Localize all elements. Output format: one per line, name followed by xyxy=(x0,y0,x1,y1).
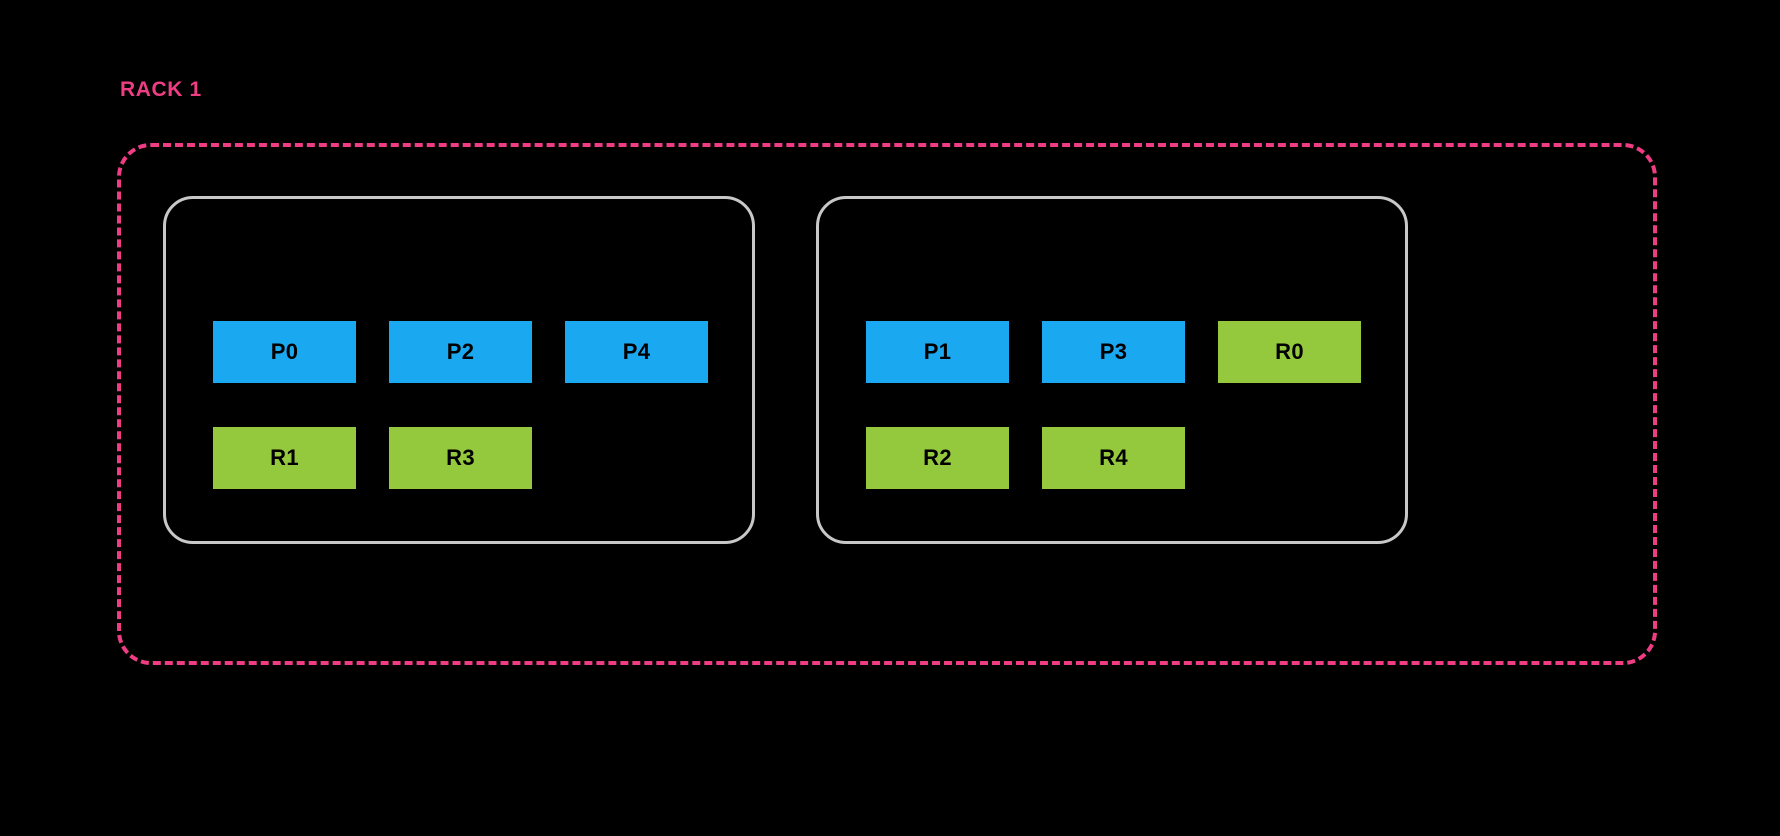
server-2-primary-row: P1 P3 R0 xyxy=(866,321,1386,383)
server-2-replica-row: R2 R4 xyxy=(866,427,1386,489)
block-p1[interactable]: P1 xyxy=(866,321,1009,383)
server-1-primary-row: P0 P2 P4 xyxy=(213,321,733,383)
block-p2[interactable]: P2 xyxy=(389,321,532,383)
server-box-2: P1 P3 R0 R2 R4 xyxy=(816,196,1408,544)
block-r4[interactable]: R4 xyxy=(1042,427,1185,489)
block-r2[interactable]: R2 xyxy=(866,427,1009,489)
block-p0[interactable]: P0 xyxy=(213,321,356,383)
server-1-replica-row: R1 R3 xyxy=(213,427,733,489)
block-p3[interactable]: P3 xyxy=(1042,321,1185,383)
block-r0[interactable]: R0 xyxy=(1218,321,1361,383)
block-r3[interactable]: R3 xyxy=(389,427,532,489)
rack-label: RACK 1 xyxy=(120,78,202,101)
block-r1[interactable]: R1 xyxy=(213,427,356,489)
block-p4[interactable]: P4 xyxy=(565,321,708,383)
server-box-1: P0 P2 P4 R1 R3 xyxy=(163,196,755,544)
rack-boundary xyxy=(117,143,1657,665)
